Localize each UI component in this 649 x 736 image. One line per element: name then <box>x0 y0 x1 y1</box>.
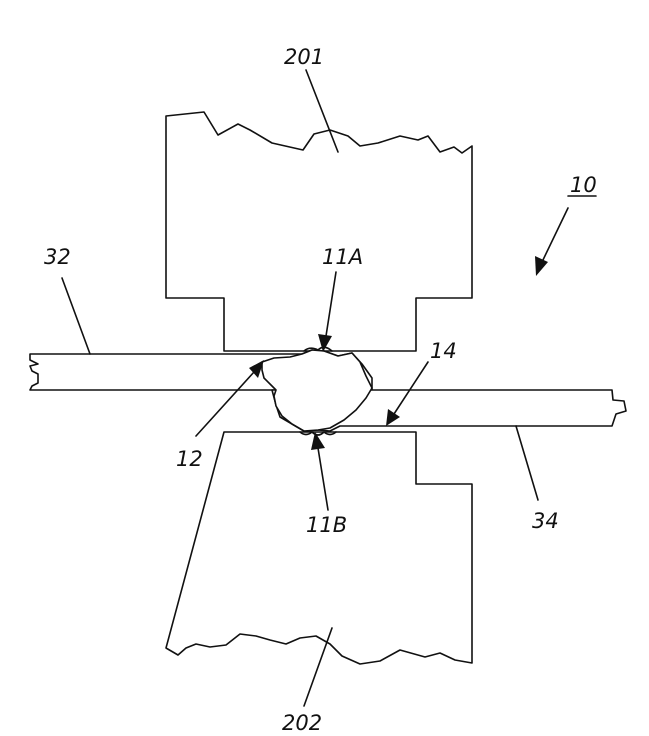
label-lower-sheet: 34 <box>532 509 559 533</box>
arrow-12-head <box>249 360 264 378</box>
arrow-11b-shaft <box>317 447 329 511</box>
arrow-14-head <box>386 409 400 426</box>
leader-202 <box>303 627 333 707</box>
arrow-10-head <box>535 256 548 276</box>
arrow-11a-shaft <box>325 271 337 337</box>
label-upper-sheet: 32 <box>44 245 71 269</box>
arrow-11b-head <box>311 432 325 450</box>
arrow-14-shaft <box>393 361 429 415</box>
arrow-10-shaft <box>541 207 569 263</box>
lower-electrode <box>165 431 473 665</box>
upper-electrode <box>165 111 473 352</box>
lower-contact-bump <box>299 431 337 436</box>
arrow-11a-head <box>318 334 332 352</box>
weld-nugget <box>261 349 373 432</box>
label-weld-nugget: 12 <box>176 447 203 471</box>
label-upper-electrode: 201 <box>284 45 324 69</box>
label-lower-electrode: 202 <box>282 711 322 735</box>
leader-34 <box>515 425 539 501</box>
label-upper-contact: 11A <box>322 245 363 269</box>
label-interface: 14 <box>430 339 457 363</box>
label-lower-contact: 11B <box>306 513 347 537</box>
label-assembly: 10 <box>570 173 597 197</box>
arrow-12-shaft <box>195 371 255 437</box>
leader-201 <box>305 69 339 153</box>
upper-contact-bump <box>303 346 333 352</box>
leader-32 <box>61 277 91 355</box>
